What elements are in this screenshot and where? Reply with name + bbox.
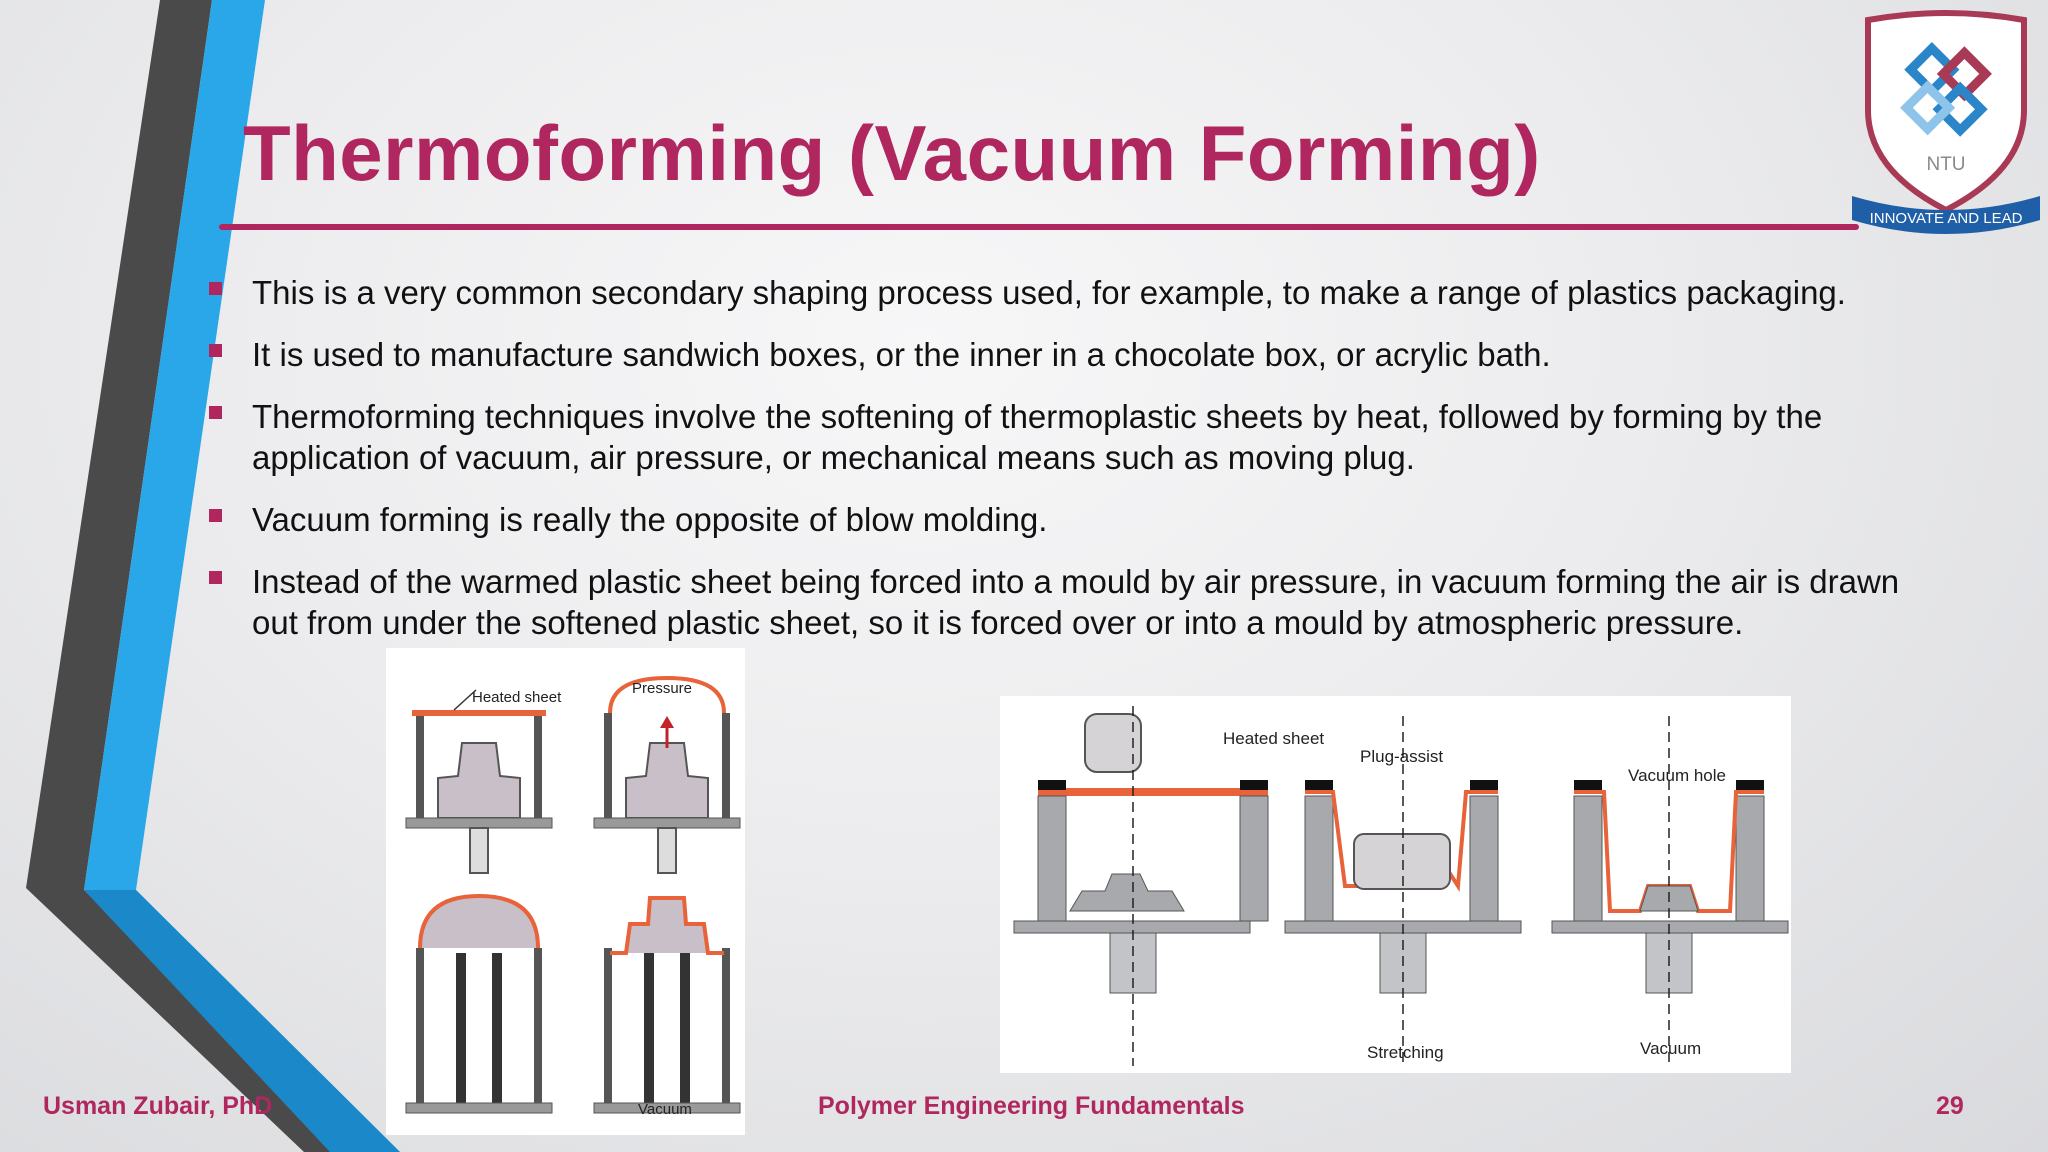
motto-ribbon [1852, 196, 2040, 234]
stage-heated-sheet-right: Heated sheet [1013, 706, 1324, 1066]
dark-band [26, 0, 360, 1152]
label-pressure: Pressure [632, 680, 692, 697]
label-stretching: Stretching [1367, 1043, 1444, 1062]
label-vacuum: Vacuum [638, 1101, 692, 1118]
blue-band-shadow [84, 890, 400, 1152]
title-underline [219, 224, 1859, 230]
footer-course: Polymer Engineering Fundamentals [818, 1092, 1245, 1120]
bullet-icon [209, 282, 222, 295]
bullet-item: Instead of the warmed plastic sheet bein… [206, 561, 1906, 643]
label-vacuum-right: Vacuum [1640, 1039, 1701, 1058]
bullet-item: Thermoforming techniques involve the sof… [206, 396, 1906, 478]
slide-title: Thermoforming (Vacuum Forming) [243, 109, 1541, 197]
bullet-icon [209, 509, 222, 522]
stage-vacuum-right: Vacuum hole Vacuum [1551, 716, 1789, 1066]
thermoforming-diagram-left: Heated sheet Pressure Vacuum [386, 648, 745, 1135]
stage-pressure: Pressure [593, 675, 741, 874]
page-number: 29 [1936, 1092, 1964, 1120]
stage-vacuum: Vacuum [593, 896, 741, 1118]
blue-band [84, 0, 400, 1152]
stage-forming [405, 893, 553, 1114]
bullet-item: Vacuum forming is really the opposite of… [206, 499, 1906, 540]
bullet-icon [209, 344, 222, 357]
bullet-icon [209, 406, 222, 419]
ntu-logo: NTU INNOVATE AND LEAD [1852, 10, 2040, 234]
thermoforming-diagram-right: Heated sheet Plug-assist Stretching Vacu… [1000, 696, 1791, 1073]
label-heated-sheet-right: Heated sheet [1223, 729, 1324, 748]
label-plug-assist: Plug-assist [1360, 747, 1443, 766]
label-vacuum-hole: Vacuum hole [1628, 766, 1726, 785]
logo-abbr: NTU [1926, 154, 1965, 175]
bullet-item: This is a very common secondary shaping … [206, 272, 1906, 313]
bullet-list: This is a very common secondary shaping … [206, 272, 1906, 664]
logo-motto: INNOVATE AND LEAD [1870, 210, 2023, 227]
label-heated-sheet: Heated sheet [472, 689, 562, 706]
stage-stretching: Plug-assist Stretching [1284, 716, 1522, 1066]
bullet-icon [209, 571, 222, 584]
knot-icon [1900, 42, 1992, 137]
bullet-item: It is used to manufacture sandwich boxes… [206, 334, 1906, 375]
footer-author: Usman Zubair, PhD [43, 1092, 273, 1120]
stage-heated-sheet: Heated sheet [405, 689, 562, 874]
